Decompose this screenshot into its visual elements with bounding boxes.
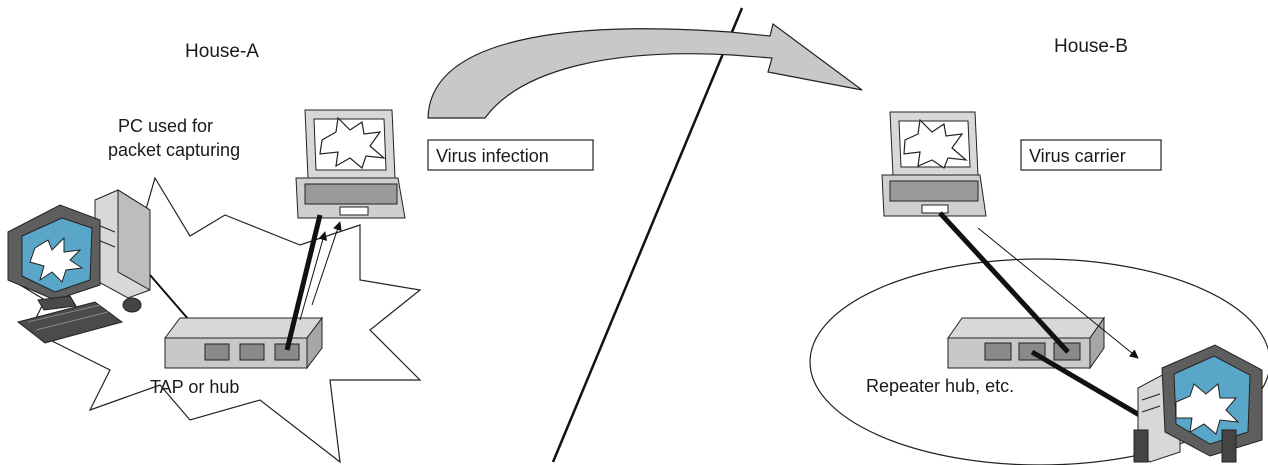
infected-laptop-a (296, 110, 405, 218)
virus-carrier-label-box: Virus carrier (1021, 140, 1161, 170)
house-a-title: House-A (185, 41, 259, 62)
repeater-hub-label: Repeater hub, etc. (866, 376, 1014, 396)
tap-hub-label: TAP or hub (150, 377, 239, 397)
tap-hub-icon (165, 318, 322, 368)
repeater-hub-icon (948, 318, 1104, 368)
hub-port-1 (205, 344, 229, 360)
virus-carrier-label: Virus carrier (1029, 146, 1126, 166)
infection-transfer-arrow (428, 24, 862, 118)
virus-infection-label: Virus infection (436, 146, 549, 166)
infected-desktop-b (1134, 345, 1262, 462)
hub-port-2 (240, 344, 264, 360)
virus-infection-label-box: Virus infection (428, 140, 593, 170)
carrier-laptop-b (882, 112, 986, 216)
house-divider-line (553, 8, 742, 462)
capture-pc-label: PC used for packet capturing (108, 116, 240, 160)
house-b-title: House-B (1054, 36, 1128, 57)
